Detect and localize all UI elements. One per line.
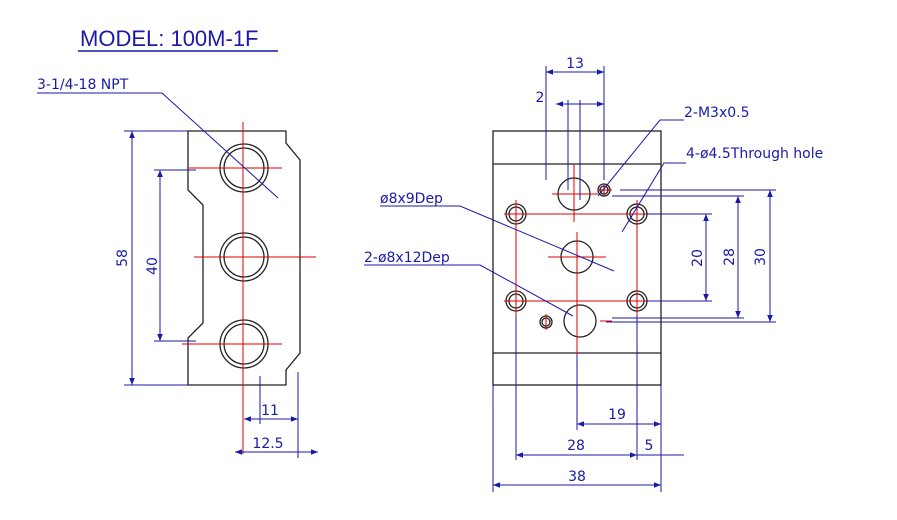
dep-hole-bottom xyxy=(563,304,597,338)
dim-28h: 28 xyxy=(567,438,585,454)
through-hole-label: 4-ø4.5Through hole xyxy=(686,146,823,162)
dim-38: 38 xyxy=(568,469,586,485)
port-label: 3-1/4-18 NPT xyxy=(37,77,129,93)
dim-28: 28 xyxy=(722,248,738,266)
dim-13: 13 xyxy=(566,56,584,72)
dep-b-label: 2-ø8x12Dep xyxy=(364,250,450,266)
right-view: 13 2 2-M3x0.5 4-ø4.5Through hole ø8x9Dep… xyxy=(364,56,823,492)
dep-a-leader xyxy=(380,205,615,272)
dim-40: 40 xyxy=(145,257,161,275)
dep-a-label: ø8x9Dep xyxy=(380,191,443,207)
thread-leader xyxy=(597,119,684,197)
dim-20: 20 xyxy=(690,249,706,267)
left-body-outline xyxy=(187,130,301,386)
thread-label: 2-M3x0.5 xyxy=(684,105,750,121)
dim-2: 2 xyxy=(536,90,545,106)
model-title: MODEL: 100M-1F xyxy=(80,26,259,51)
dim-58: 58 xyxy=(115,249,131,267)
through-hole-leader xyxy=(621,162,686,233)
dep-b-leader xyxy=(364,264,574,317)
dim-11: 11 xyxy=(261,403,279,419)
left-view: 3-1/4-18 NPT 58 40 11 12.5 xyxy=(37,77,318,458)
dim-12-5: 12.5 xyxy=(252,436,283,452)
port-leader xyxy=(37,92,279,199)
dim-30: 30 xyxy=(753,248,769,266)
dim-5: 5 xyxy=(645,438,654,454)
dim-19: 19 xyxy=(608,407,626,423)
